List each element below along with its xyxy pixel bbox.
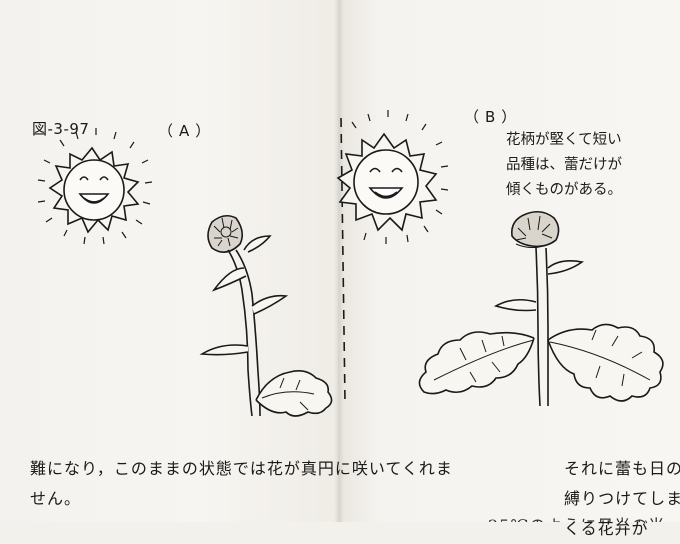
paragraph-line: くる花弁が (564, 519, 649, 538)
panel-divider (340, 117, 346, 403)
partial-line: 25℃のように日光の当 (250, 512, 665, 522)
body-text-left: 難になり，このままの状態では花が真円に咲いてくれま せん。 (30, 454, 550, 514)
note-line: 傾くものがある。 (506, 182, 622, 198)
chrysanthemum-b (418, 210, 664, 407)
book-fold (334, 0, 344, 522)
paragraph-line: 縛りつけてしま (564, 489, 680, 508)
left-page (0, 0, 338, 522)
figure-illustration (37, 110, 664, 417)
paragraph-line: それに蕾も日の (564, 459, 680, 478)
figure-note: 花柄が堅くて短い 品種は、蕾だけが 傾くものがある。 (506, 128, 656, 203)
panel-b-label: （B） (464, 108, 523, 126)
body-text-right: それに蕾も日の 縛りつけてしま くる花弁が (564, 454, 680, 544)
right-page (338, 0, 680, 522)
chrysanthemum-a (199, 214, 333, 417)
paragraph-line: 難になり，このままの状態では花が真円に咲いてくれま (30, 459, 453, 478)
sun-icon-a (37, 128, 153, 245)
paragraph-line: せん。 (30, 489, 82, 508)
figure-number: 図-3-97 (32, 120, 90, 138)
panel-a-label: （A） (158, 122, 217, 140)
note-line: 品種は、蕾だけが (506, 157, 622, 173)
note-line: 花柄が堅くて短い (506, 132, 622, 148)
sun-icon-b (336, 110, 449, 244)
